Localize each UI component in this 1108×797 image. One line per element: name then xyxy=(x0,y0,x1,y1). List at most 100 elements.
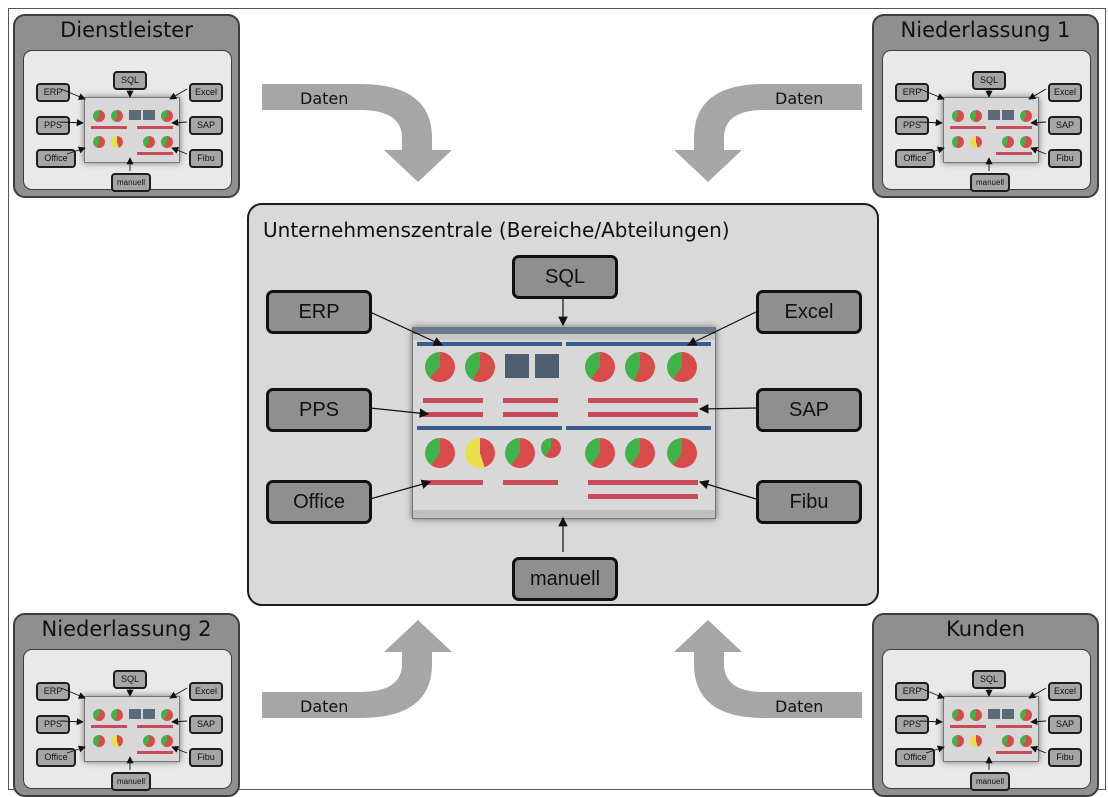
gauge xyxy=(143,136,155,148)
flow-label-bottom-right: Daten xyxy=(775,697,824,716)
footer-bar xyxy=(413,510,715,518)
connector-sap xyxy=(698,404,757,414)
chart-panel xyxy=(143,110,155,120)
flow-label-top-right: Daten xyxy=(775,89,824,108)
gauge xyxy=(505,438,535,468)
status-bar xyxy=(588,494,698,499)
dashboard-thumbnail xyxy=(943,97,1039,163)
gauge xyxy=(93,136,105,148)
gauge xyxy=(625,352,655,382)
gauge xyxy=(465,438,495,468)
connector-fibu xyxy=(698,479,757,500)
gauge xyxy=(625,438,655,468)
corner-inner: ERP SQL Excel PPS SAP Office Fibu manuel… xyxy=(882,50,1091,192)
source-pps: PPS xyxy=(895,715,929,734)
source-office: Office xyxy=(266,480,372,524)
corner-title: Niederlassung 1 xyxy=(900,18,1071,42)
gauge xyxy=(541,438,561,458)
status-bar xyxy=(996,126,1032,129)
source-sap: SAP xyxy=(189,116,223,135)
central-title: Unternehmenszentrale (Bereiche/Abteilung… xyxy=(263,218,730,242)
flow-label-bottom-left: Daten xyxy=(300,697,349,716)
source-sap: SAP xyxy=(756,388,862,432)
source-excel: Excel xyxy=(756,290,862,334)
corner-box-kunden: Kunden ERP SQL Excel PPS SAP Office Fibu… xyxy=(872,613,1099,797)
gauge xyxy=(1020,735,1032,747)
source-manuell: manuell xyxy=(111,772,151,791)
source-erp: ERP xyxy=(36,83,70,102)
corner-box-niederlassung-1: Niederlassung 1 ERP SQL Excel PPS SAP Of… xyxy=(872,14,1099,198)
source-pps: PPS xyxy=(36,715,70,734)
status-bar xyxy=(91,725,127,728)
source-excel: Excel xyxy=(1048,682,1082,701)
connector-erp xyxy=(369,311,444,346)
gauge xyxy=(952,709,964,721)
connector-pps xyxy=(369,407,430,418)
menu-bar xyxy=(413,334,715,340)
gauge xyxy=(970,136,982,148)
status-bar xyxy=(950,725,986,728)
status-bar xyxy=(91,126,127,129)
gauge xyxy=(1020,136,1032,148)
arrow-top-right xyxy=(674,84,862,182)
source-office: Office xyxy=(895,149,935,168)
source-excel: Excel xyxy=(189,83,223,102)
dashboard-screenshot xyxy=(412,327,716,519)
source-sap: SAP xyxy=(189,715,223,734)
gauge xyxy=(1020,110,1032,122)
source-pps: PPS xyxy=(36,116,70,135)
gauge xyxy=(952,136,964,148)
gauge xyxy=(143,735,155,747)
gauge xyxy=(970,709,982,721)
source-sap: SAP xyxy=(1048,715,1082,734)
gauge xyxy=(585,352,615,382)
status-bar xyxy=(503,480,558,485)
corner-title: Kunden xyxy=(946,617,1025,641)
chart-panel xyxy=(129,709,141,719)
dashboard-thumbnail xyxy=(943,696,1039,762)
status-bar xyxy=(996,152,1032,155)
connector-excel xyxy=(686,311,757,346)
chart-panel xyxy=(129,110,141,120)
status-bar xyxy=(503,398,558,403)
chart-panel xyxy=(1002,110,1014,120)
status-bar xyxy=(588,480,698,485)
gauge xyxy=(161,110,173,122)
source-manuell: manuell xyxy=(111,173,151,192)
connector-office xyxy=(369,479,432,500)
panel-header xyxy=(417,426,562,430)
status-bar xyxy=(588,398,698,403)
chart-panel xyxy=(1002,709,1014,719)
chart-panel xyxy=(143,709,155,719)
dashboard-thumbnail xyxy=(84,97,180,163)
gauge xyxy=(1020,709,1032,721)
gauge xyxy=(93,735,105,747)
gauge xyxy=(93,709,105,721)
title-bar xyxy=(413,328,715,334)
status-bar xyxy=(137,126,173,129)
corner-box-dienstleister: Dienstleister ERP SQL Excel PPS SAP Offi… xyxy=(13,14,240,198)
gauge xyxy=(425,438,455,468)
gauge xyxy=(161,709,173,721)
source-fibu: Fibu xyxy=(1048,149,1082,168)
source-fibu: Fibu xyxy=(189,748,223,767)
gauge xyxy=(667,438,697,468)
source-sql: SQL xyxy=(512,255,618,299)
corner-inner: ERP SQL Excel PPS SAP Office Fibu manuel… xyxy=(23,649,232,791)
dashboard-thumbnail xyxy=(84,696,180,762)
status-bar xyxy=(137,152,173,155)
gauge xyxy=(111,709,123,721)
chart-panel xyxy=(505,354,529,378)
source-erp: ERP xyxy=(36,682,70,701)
source-office: Office xyxy=(895,748,935,767)
source-office: Office xyxy=(36,149,76,168)
corner-box-niederlassung-2: Niederlassung 2 ERP SQL Excel PPS SAP Of… xyxy=(13,613,240,797)
gauge xyxy=(161,735,173,747)
source-fibu: Fibu xyxy=(756,480,862,524)
gauge xyxy=(161,136,173,148)
panel-header xyxy=(417,342,562,346)
arrow-top-left xyxy=(262,84,452,182)
corner-inner: ERP SQL Excel PPS SAP Office Fibu manuel… xyxy=(23,50,232,192)
status-bar xyxy=(996,751,1032,754)
